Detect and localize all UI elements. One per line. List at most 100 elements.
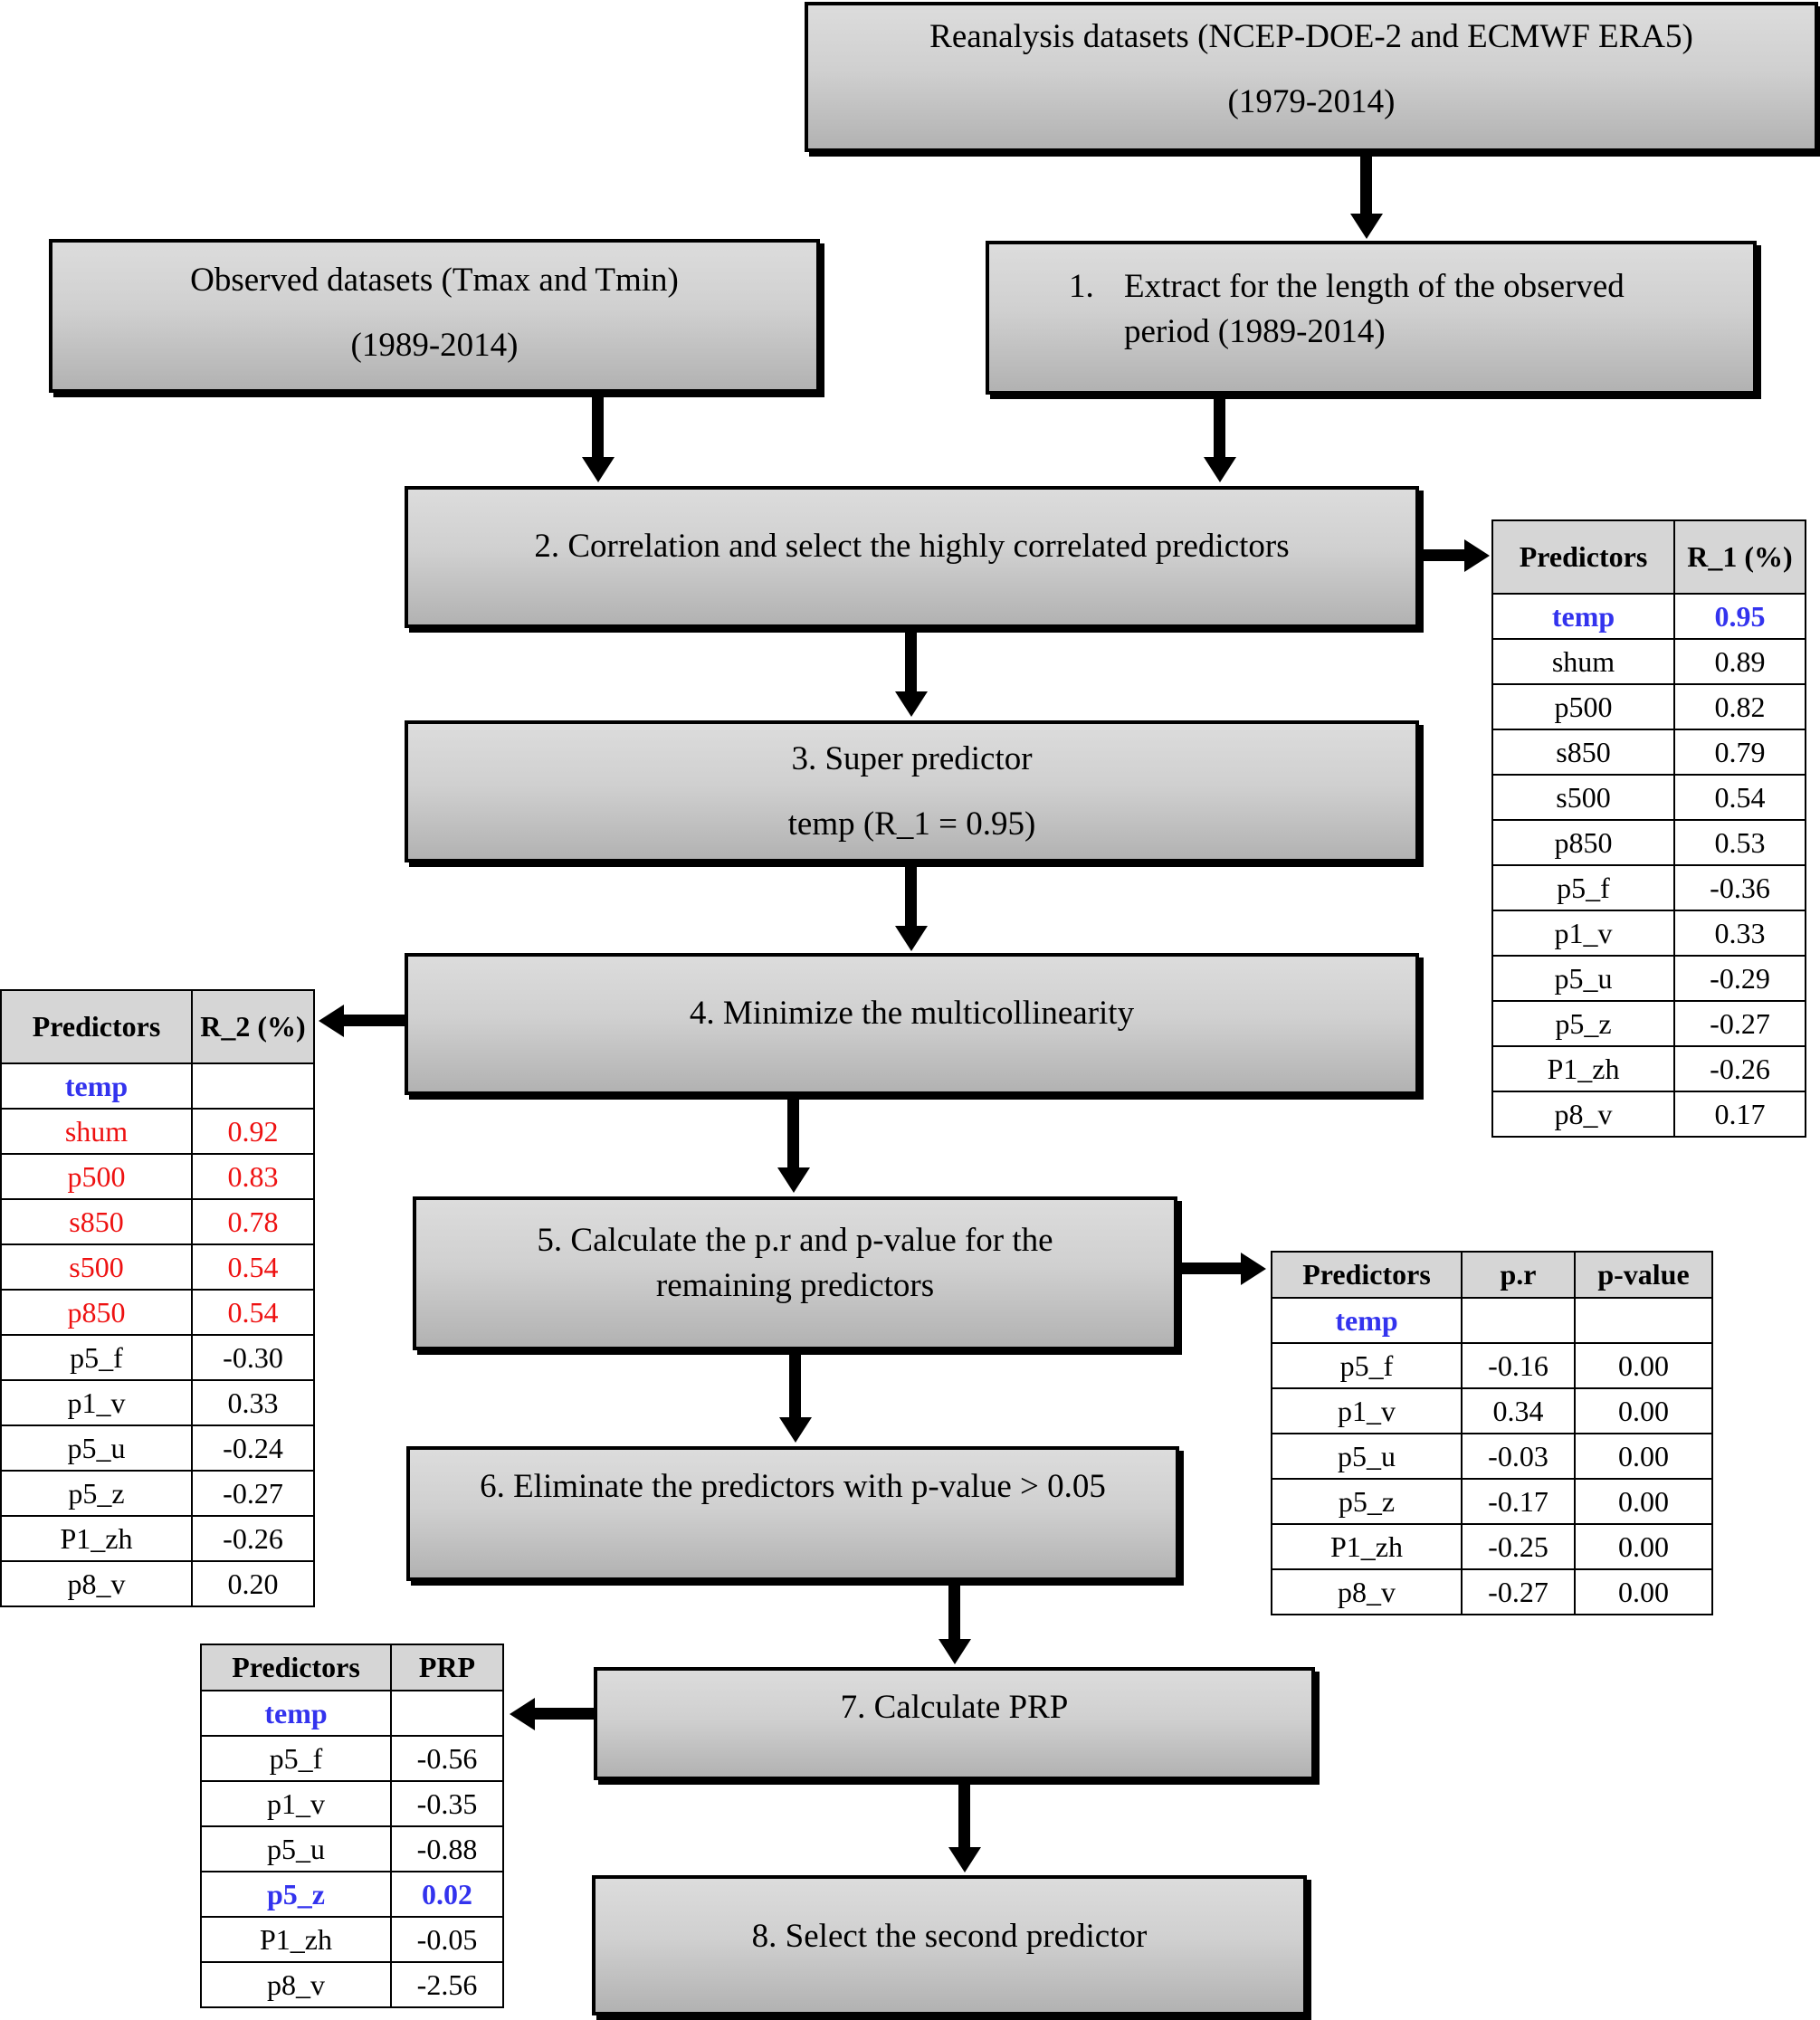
arrow-step5-to-table-pr	[1177, 1253, 1266, 1285]
pr-value-cell	[1461, 1297, 1576, 1344]
step2-box: 2. Correlation and select the highly cor…	[405, 486, 1419, 628]
r2-value-cell: 0.92	[191, 1108, 315, 1155]
pr-value-cell: -0.27	[1461, 1568, 1576, 1615]
step4-label: 4. Minimize the multicollinearity	[689, 995, 1135, 1032]
predictor-cell: p5_f	[0, 1334, 193, 1381]
predictor-cell: P1_zh	[1271, 1523, 1463, 1570]
table-row: p5_z-0.27	[0, 1470, 315, 1517]
step8-label: 8. Select the second predictor	[751, 1918, 1148, 1955]
observed-box: Observed datasets (Tmax and Tmin) (1989-…	[49, 239, 820, 393]
predictor-cell: temp	[200, 1690, 392, 1737]
prp-value-cell: -0.56	[390, 1735, 504, 1782]
predictor-cell: temp	[1271, 1297, 1463, 1344]
table-row: p5_f-0.30	[0, 1334, 315, 1381]
r2-value-cell: 0.33	[191, 1379, 315, 1426]
predictor-cell: p5_z	[200, 1871, 392, 1918]
arrow-step2-to-table-r1	[1419, 539, 1490, 572]
predictor-cell: p5_u	[1271, 1433, 1463, 1480]
reanalysis-title: Reanalysis datasets (NCEP-DOE-2 and ECMW…	[929, 18, 1693, 55]
pvalue-cell: 0.00	[1574, 1387, 1713, 1434]
arrow-step3-to-step4	[895, 862, 928, 951]
predictor-cell: P1_zh	[200, 1916, 392, 1963]
observed-period: (1989-2014)	[350, 326, 519, 364]
table-row: p5_u-0.88	[200, 1825, 504, 1872]
pvalue-cell: 0.00	[1574, 1478, 1713, 1525]
r2-value-cell: -0.30	[191, 1334, 315, 1381]
step1-number: 1.	[1069, 268, 1094, 305]
step8-box: 8. Select the second predictor	[592, 1875, 1307, 2015]
pvalue-cell: 0.00	[1574, 1342, 1713, 1389]
table-prp-header-prp: PRP	[390, 1644, 504, 1691]
step5-line2: remaining predictors	[655, 1266, 935, 1304]
predictor-cell: p1_v	[200, 1780, 392, 1827]
reanalysis-period: (1979-2014)	[1227, 82, 1396, 120]
table-row: P1_zh-0.05	[200, 1916, 504, 1963]
step1-box: 1. Extract for the length of the observe…	[986, 241, 1757, 395]
r2-value-cell: 0.20	[191, 1560, 315, 1607]
predictor-cell: p1_v	[1491, 910, 1675, 957]
predictor-cell: s850	[1491, 729, 1675, 776]
table-prp-header-predictors: Predictors	[200, 1644, 392, 1691]
r2-value-cell: 0.78	[191, 1198, 315, 1245]
r1-value-cell: 0.82	[1673, 683, 1806, 730]
r2-value-cell: -0.24	[191, 1424, 315, 1472]
predictor-cell: p8_v	[0, 1560, 193, 1607]
r1-value-cell: 0.95	[1673, 593, 1806, 640]
predictor-cell: p850	[1491, 819, 1675, 866]
predictor-cell: p8_v	[1491, 1091, 1675, 1138]
step1-line1: Extract for the length of the observed	[1124, 268, 1625, 305]
predictor-cell: p5_z	[1271, 1478, 1463, 1525]
reanalysis-box: Reanalysis datasets (NCEP-DOE-2 and ECMW…	[805, 2, 1818, 152]
prp-value-cell: -0.35	[390, 1780, 504, 1827]
table-row: temp	[1271, 1297, 1713, 1344]
predictor-cell: p5_f	[1271, 1342, 1463, 1389]
r2-value-cell: 0.83	[191, 1153, 315, 1200]
pr-value-cell: -0.25	[1461, 1523, 1576, 1570]
step3-box: 3. Super predictor temp (R_1 = 0.95)	[405, 720, 1419, 862]
predictor-cell: p5_z	[1491, 1000, 1675, 1047]
arrow-step4-to-table-r2	[319, 1005, 405, 1037]
table-r1-header-r1: R_1 (%)	[1673, 519, 1806, 595]
step2-label: 2. Correlation and select the highly cor…	[534, 528, 1290, 565]
r1-value-cell: -0.29	[1673, 955, 1806, 1002]
table-r2-header-r2: R_2 (%)	[191, 989, 315, 1064]
table-r2-header-predictors: Predictors	[0, 989, 193, 1064]
arrow-step7-to-table-prp	[510, 1698, 594, 1730]
step7-label: 7. Calculate PRP	[840, 1689, 1069, 1726]
arrow-step6-to-step7	[939, 1581, 971, 1664]
arrow-step1-to-step2	[1204, 395, 1236, 482]
predictor-cell: p5_u	[200, 1825, 392, 1872]
predictor-cell: p8_v	[1271, 1568, 1463, 1615]
predictor-cell: p850	[0, 1289, 193, 1336]
table-row: p5_f-0.36	[1491, 864, 1806, 911]
pvalue-cell: 0.00	[1574, 1523, 1713, 1570]
table-pr-header-predictors: Predictors	[1271, 1251, 1463, 1299]
step7-box: 7. Calculate PRP	[594, 1667, 1315, 1780]
arrow-step7-to-step8	[948, 1780, 981, 1872]
predictor-cell: s500	[0, 1243, 193, 1291]
pvalue-cell	[1574, 1297, 1713, 1344]
table-r1-header-predictors: Predictors	[1491, 519, 1675, 595]
predictor-cell: p1_v	[0, 1379, 193, 1426]
predictor-cell: p5_u	[1491, 955, 1675, 1002]
table-row: temp	[200, 1690, 504, 1737]
prp-value-cell: -0.05	[390, 1916, 504, 1963]
table-pr-header-pvalue: p-value	[1574, 1251, 1713, 1299]
pr-value-cell: -0.17	[1461, 1478, 1576, 1525]
predictor-cell: temp	[0, 1062, 193, 1110]
step5-box: 5. Calculate the p.r and p-value for the…	[413, 1196, 1177, 1350]
step1-line2: period (1989-2014)	[1124, 312, 1386, 350]
step6-box: 6. Eliminate the predictors with p-value…	[406, 1446, 1179, 1581]
